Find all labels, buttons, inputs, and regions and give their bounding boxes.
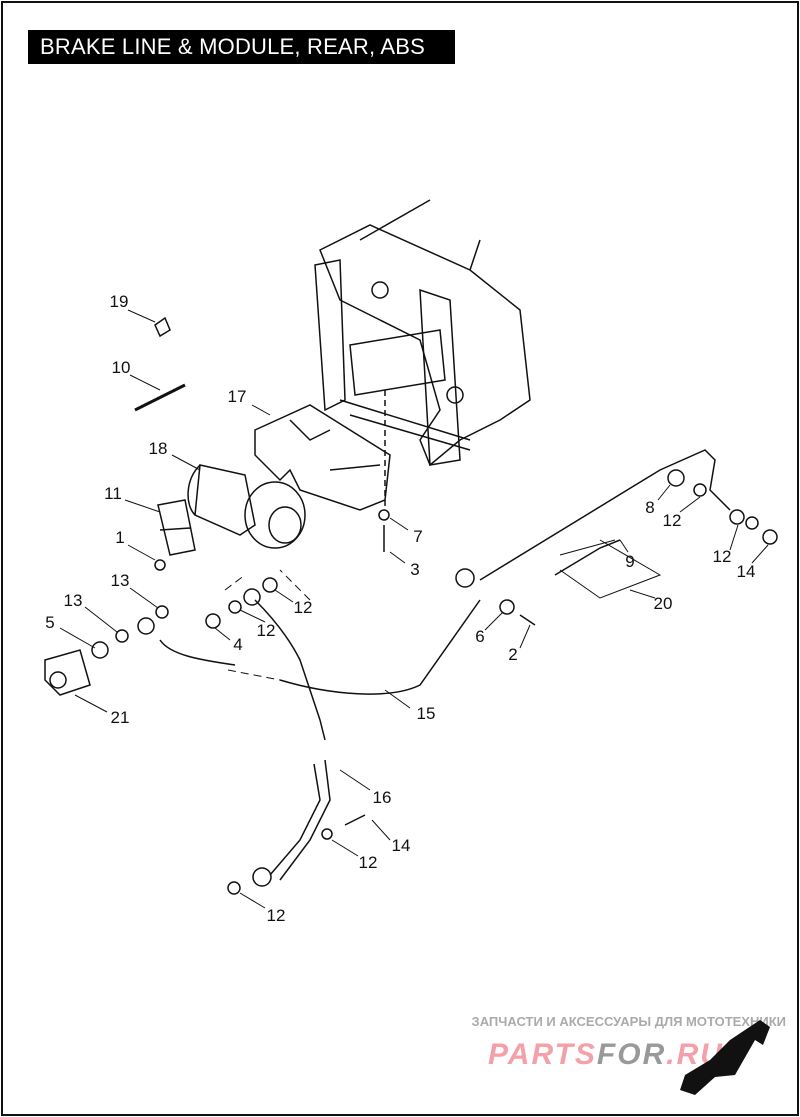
cable-strap — [134, 383, 186, 412]
callout-12d: 12 — [712, 547, 732, 566]
callout-2: 2 — [508, 645, 518, 664]
callout-8: 8 — [645, 498, 655, 517]
screw — [154, 559, 166, 571]
watermark-brand-b: FOR — [596, 1038, 667, 1071]
callout-13: 13 — [110, 571, 130, 590]
callout-16: 16 — [372, 788, 392, 807]
callout-5: 5 — [45, 613, 55, 632]
callout-15: 15 — [416, 704, 436, 723]
abs-bracket — [254, 390, 391, 511]
diagram-title: BRAKE LINE & MODULE, REAR, ABS — [28, 30, 455, 64]
abs-module — [187, 464, 306, 549]
callout-6: 6 — [475, 627, 485, 646]
callout-12f: 12 — [266, 906, 286, 925]
motorcycle-frame — [314, 199, 531, 467]
callout-14a: 14 — [736, 562, 756, 581]
callout-4: 4 — [233, 635, 243, 654]
watermark-tagline: ЗАПЧАСТИ И АКСЕССУАРЫ ДЛЯ МОТОТЕХНИКИ — [471, 1014, 786, 1029]
callout-3: 3 — [410, 560, 420, 579]
callout-17: 17 — [227, 387, 247, 406]
callout-11: 11 — [104, 484, 122, 503]
motorcycle-rider-icon — [680, 1020, 770, 1095]
callout-21: 21 — [110, 708, 130, 727]
callout-19: 19 — [109, 292, 129, 311]
callout-1: 1 — [115, 528, 125, 547]
callout-12b: 12 — [293, 598, 313, 617]
watermark-brand-a: PARTS — [488, 1038, 597, 1071]
callout-12a: 12 — [256, 621, 276, 640]
junction-block — [44, 649, 91, 696]
callout-20: 20 — [653, 594, 673, 613]
callout-13b: 13 — [63, 591, 83, 610]
watermark-logo: PARTSFOR.RU — [488, 1038, 724, 1072]
callout-14b: 14 — [391, 836, 411, 855]
pressure-switch — [554, 539, 621, 576]
brake-lines — [159, 449, 731, 887]
callout-18: 18 — [148, 439, 168, 458]
callout-10: 10 — [111, 358, 131, 377]
module-clamp — [157, 499, 196, 556]
callout-9: 9 — [625, 552, 635, 571]
leader-lines — [59, 309, 769, 909]
callout-12c: 12 — [662, 511, 682, 530]
callout-7: 7 — [413, 527, 423, 546]
callout-12e: 12 — [358, 853, 378, 872]
grommet — [154, 316, 171, 338]
